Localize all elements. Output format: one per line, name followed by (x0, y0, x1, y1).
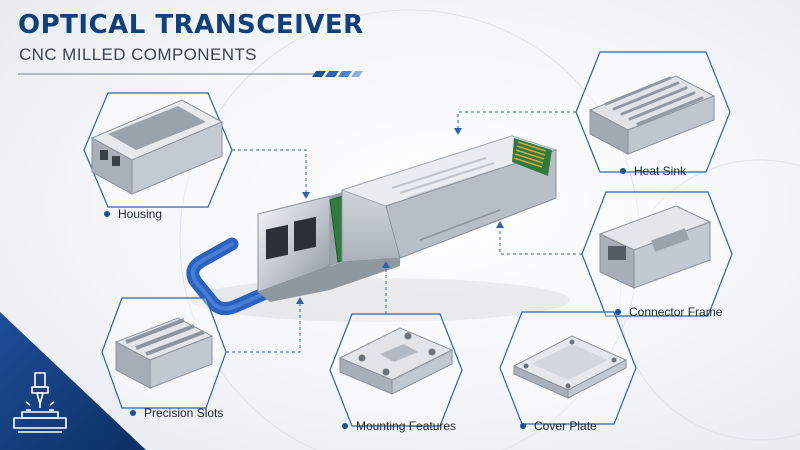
cnc-machine-icon (13, 372, 67, 433)
pull-latch (186, 237, 293, 316)
label-text: Housing (118, 207, 163, 221)
bullet-dot (520, 423, 526, 429)
label-connector-frame: Connector Frame (615, 305, 722, 319)
heat-sink-part (588, 75, 716, 155)
lc-ports (266, 216, 316, 260)
label-text: Heat Sink (634, 164, 687, 178)
label-housing: Housing (104, 207, 162, 221)
leader-lines (226, 111, 582, 353)
bullet-dot (104, 211, 110, 217)
connector-frame-part (598, 205, 712, 289)
label-text: Precision Slots (144, 406, 224, 420)
housing-part (90, 99, 224, 195)
label-precision-slots: Precision Slots (130, 406, 223, 420)
page-subtitle: CNC MILLED COMPONENTS (19, 45, 257, 64)
label-text: Mounting Features (356, 419, 457, 433)
bullet-dot (342, 423, 348, 429)
leader-arrowheads (296, 128, 504, 304)
bullet-dot (620, 168, 626, 174)
label-mounting-features: Mounting Features (342, 419, 456, 433)
label-text: Cover Plate (534, 419, 597, 433)
corner-triangle (0, 312, 146, 450)
page-title: OPTICAL TRANSCEIVER (18, 10, 364, 40)
transceiver-module (186, 135, 570, 322)
label-cover-plate: Cover Plate (520, 419, 597, 433)
cover-plate-part (512, 335, 628, 399)
precision-slots-part (114, 317, 214, 389)
label-heat-sink: Heat Sink (620, 164, 686, 178)
bullet-dot (130, 410, 136, 416)
mounting-features-part (338, 327, 454, 395)
title-accent-stripes (18, 71, 363, 77)
label-text: Connector Frame (629, 305, 723, 319)
bullet-dot (615, 309, 621, 315)
